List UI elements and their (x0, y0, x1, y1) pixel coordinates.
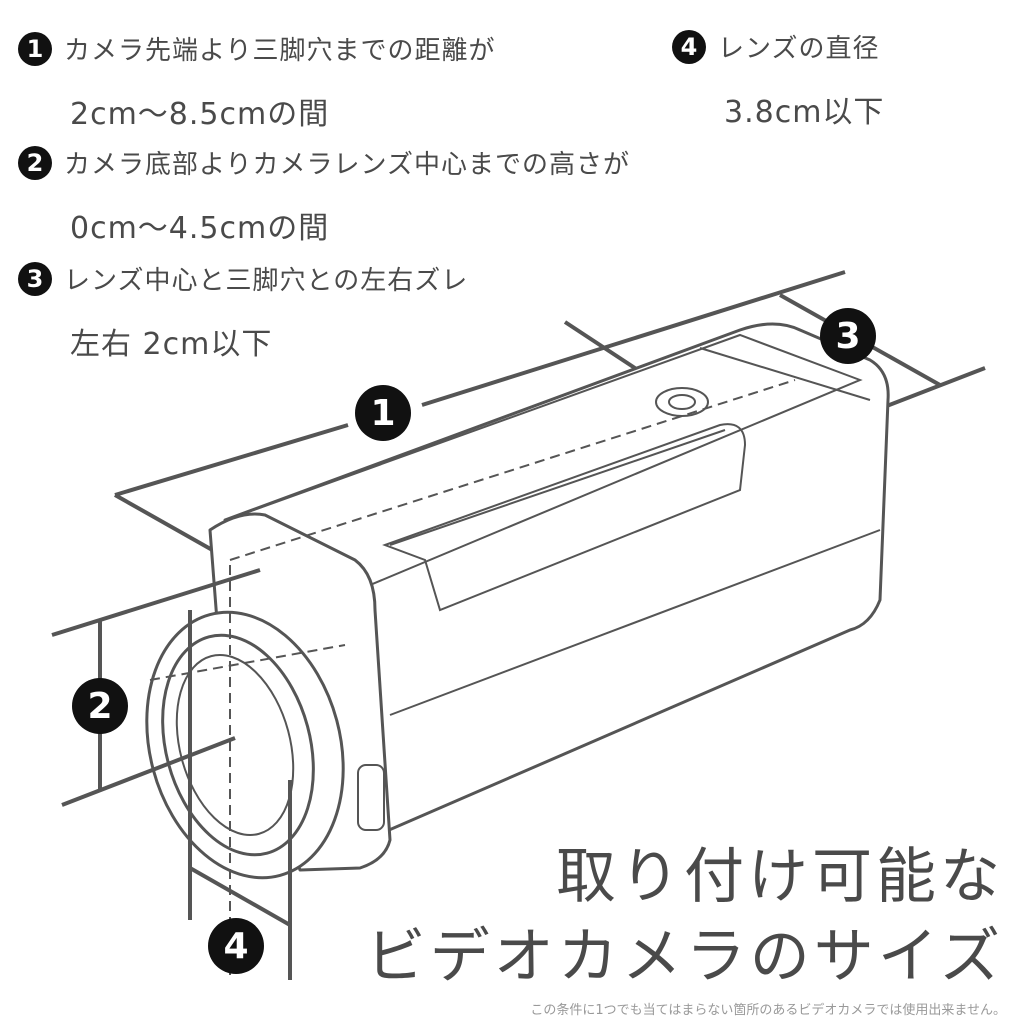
spec-2: カメラ底部よりカメラレンズ中心までの高さが 0cm〜4.5cmの間 (64, 144, 630, 247)
diagram-marker-4: 4 (208, 918, 264, 974)
spec-3: レンズ中心と三脚穴との左右ズレ 左右 2cm以下 (64, 260, 468, 363)
spec-2-label: カメラ底部よりカメラレンズ中心までの高さが (64, 150, 630, 180)
spec-1-badge: 1 (18, 32, 52, 66)
camera-side-line (389, 529, 881, 716)
dimension-line-2-bottom (61, 736, 236, 807)
diagram-marker-2: 2 (72, 678, 128, 734)
footnote: この条件に1つでも当てはまらない箇所のあるビデオカメラでは使用出来ません。 (530, 1003, 1006, 1018)
spec-3-label: レンズ中心と三脚穴との左右ズレ (64, 266, 469, 296)
spec-1-label: カメラ先端より三脚穴までの距離が (64, 36, 496, 66)
diagram-marker-1: 1 (355, 385, 411, 441)
camera-top-ridge (699, 347, 871, 401)
spec-1: カメラ先端より三脚穴までの距離が 2cm〜8.5cmの間 (64, 30, 495, 133)
camera-switch (357, 764, 385, 831)
title-line-1: 取り付け可能な (556, 842, 1004, 912)
spec-3-value: 左右 2cm以下 (70, 327, 273, 362)
center-line-lens (149, 644, 346, 681)
dimension-line-1-left (114, 423, 349, 497)
spec-4-badge: 4 (672, 30, 706, 64)
spec-4: レンズの直径 3.8cm以下 (718, 28, 884, 131)
spec-4-label: レンズの直径 (718, 34, 880, 64)
diagram-marker-3: 3 (820, 308, 876, 364)
camera-display-inner (389, 429, 726, 546)
camera-display-panel (382, 423, 747, 612)
spec-2-value: 0cm〜4.5cmの間 (70, 211, 330, 246)
spec-4-value: 3.8cm以下 (724, 95, 885, 130)
tripod-hole-inner (668, 394, 696, 410)
tripod-hole (655, 387, 709, 417)
center-line-top (229, 379, 796, 561)
dimension-line-4-cross (189, 866, 291, 927)
spec-1-value: 2cm〜8.5cmの間 (70, 97, 330, 132)
spec-2-badge: 2 (18, 146, 52, 180)
dimension-line-1-right (421, 270, 846, 407)
title-line-2: ビデオカメラのサイズ (365, 922, 1004, 992)
spec-3-badge: 3 (18, 262, 52, 296)
dimension-line-2-top (51, 568, 261, 637)
